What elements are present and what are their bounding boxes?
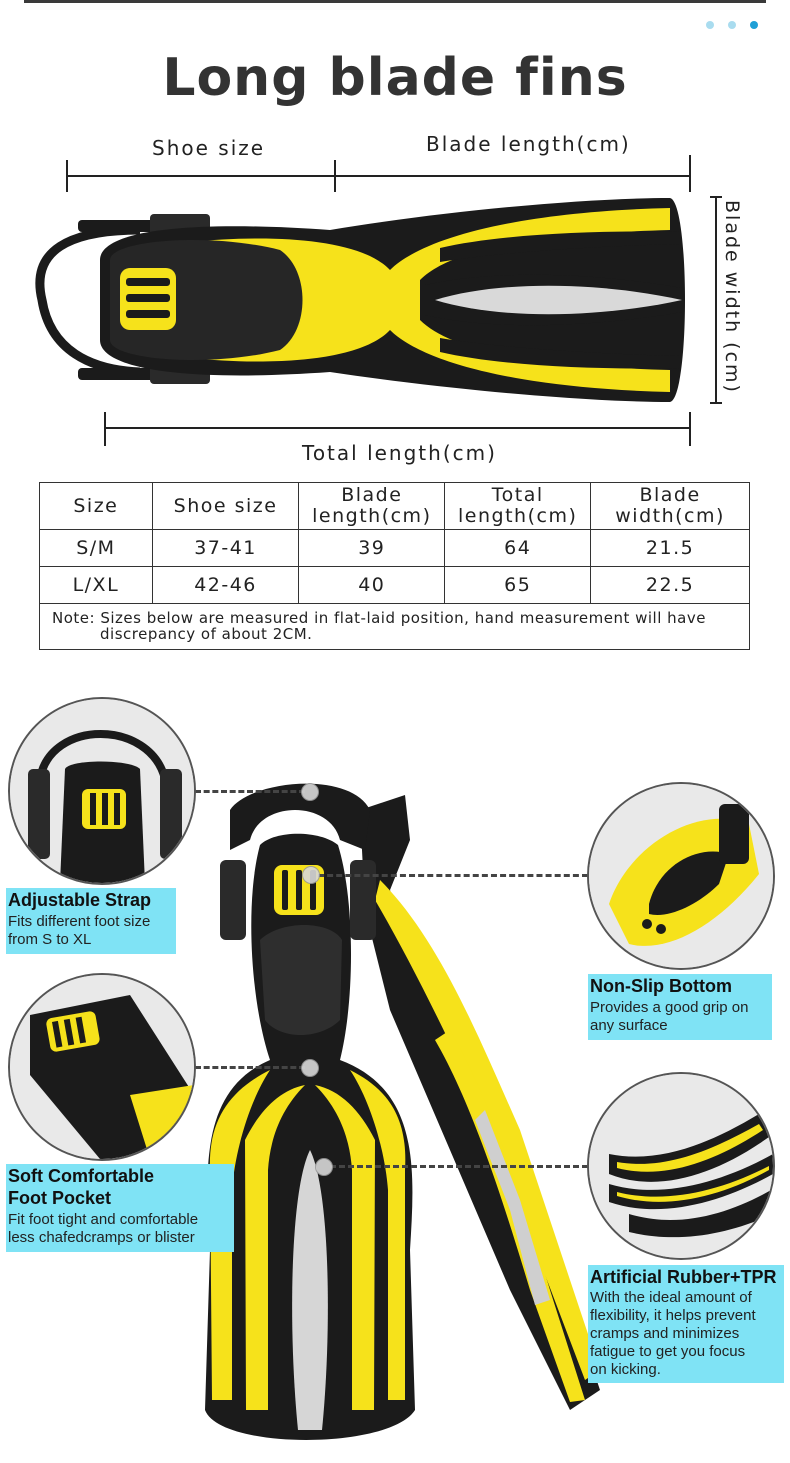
rubber-tpr-label: Artificial Rubber+TPR With the ideal amo…	[588, 1265, 784, 1383]
cell-size: S/M	[39, 529, 153, 567]
non-slip-detail-image	[589, 784, 773, 968]
hotspot-pocket[interactable]	[301, 1059, 319, 1077]
cell-total-length: 65	[444, 566, 592, 604]
shoe-size-label: Shoe size	[152, 136, 266, 160]
carousel-dot-1[interactable]	[706, 21, 714, 29]
header-shoe-size: Shoe size	[151, 482, 300, 530]
cell-blade-width: 22.5	[590, 566, 750, 604]
table-row: S/M 37-41 39 64 21.5	[39, 529, 750, 567]
rubber-tpr-desc-3: cramps and minimizes	[590, 1325, 740, 1342]
top-divider	[24, 0, 766, 3]
non-slip-title: Non-Slip Bottom	[590, 976, 732, 996]
total-length-label: Total length(cm)	[302, 441, 497, 465]
rubber-detail-circle	[587, 1072, 775, 1260]
fin-pair-illustration	[205, 783, 600, 1440]
table-note: Note: Sizes below are measured in flat-l…	[39, 603, 750, 650]
strap-detail-image	[10, 699, 194, 883]
hotspot-strap[interactable]	[301, 783, 319, 801]
foot-pocket-desc-1: Fit foot tight and comfortable	[8, 1211, 199, 1228]
carousel-dots[interactable]	[706, 21, 758, 29]
blade-width-label: Blade width (cm)	[721, 200, 743, 394]
non-slip-desc-1: Provides a good grip on	[590, 999, 749, 1016]
adjustable-strap-label: Adjustable Strap Fits different foot siz…	[6, 888, 176, 954]
fin-top-view-illustration	[35, 155, 722, 446]
hotspot-bottom[interactable]	[302, 866, 320, 884]
cell-shoe-size: 37-41	[151, 529, 300, 567]
non-slip-label: Non-Slip Bottom Provides a good grip on …	[588, 974, 772, 1040]
callout-line-rubber	[330, 1165, 588, 1168]
cell-size: L/XL	[39, 566, 153, 604]
adjustable-strap-desc-2: from S to XL	[8, 931, 92, 948]
foot-pocket-detail-circle	[8, 973, 196, 1161]
rubber-tpr-desc-4: fatigue to get you focus	[590, 1343, 746, 1360]
cell-total-length: 64	[444, 529, 592, 567]
cell-blade-length: 39	[298, 529, 446, 567]
rubber-tpr-desc-2: flexibility, it helps prevent	[590, 1307, 756, 1324]
foot-pocket-title-1: Soft Comfortable	[8, 1166, 154, 1186]
callout-line-strap	[195, 790, 305, 793]
foot-pocket-detail-image	[10, 975, 194, 1159]
page-title: Long blade fins	[162, 48, 628, 108]
adjustable-strap-title: Adjustable Strap	[8, 890, 152, 910]
table-note-row: Note: Sizes below are measured in flat-l…	[39, 603, 750, 650]
carousel-dot-3-active[interactable]	[750, 21, 758, 29]
callout-line-pocket	[195, 1066, 305, 1069]
foot-pocket-label: Soft Comfortable Foot Pocket Fit foot ti…	[6, 1164, 234, 1252]
hotspot-rubber[interactable]	[315, 1158, 333, 1176]
carousel-dot-2[interactable]	[728, 21, 736, 29]
non-slip-desc-2: any surface	[590, 1017, 668, 1034]
rubber-tpr-desc-5: on kicking.	[590, 1361, 661, 1378]
non-slip-detail-circle	[587, 782, 775, 970]
cell-blade-length: 40	[298, 566, 446, 604]
header-size: Size	[39, 482, 153, 530]
strap-detail-circle	[8, 697, 196, 885]
foot-pocket-title-2: Foot Pocket	[8, 1188, 112, 1208]
table-row: L/XL 42-46 40 65 22.5	[39, 566, 750, 604]
foot-pocket-desc-2: less chafedcramps or blister	[8, 1229, 195, 1246]
rubber-tpr-title: Artificial Rubber+TPR	[590, 1267, 777, 1287]
blade-length-label: Blade length(cm)	[426, 132, 631, 156]
callout-line-bottom	[318, 874, 588, 877]
adjustable-strap-desc-1: Fits different foot size	[8, 913, 151, 930]
cell-blade-width: 21.5	[590, 529, 750, 567]
rubber-tpr-desc-1: With the ideal amount of	[590, 1289, 752, 1306]
rubber-detail-image	[589, 1074, 773, 1258]
cell-shoe-size: 42-46	[151, 566, 300, 604]
